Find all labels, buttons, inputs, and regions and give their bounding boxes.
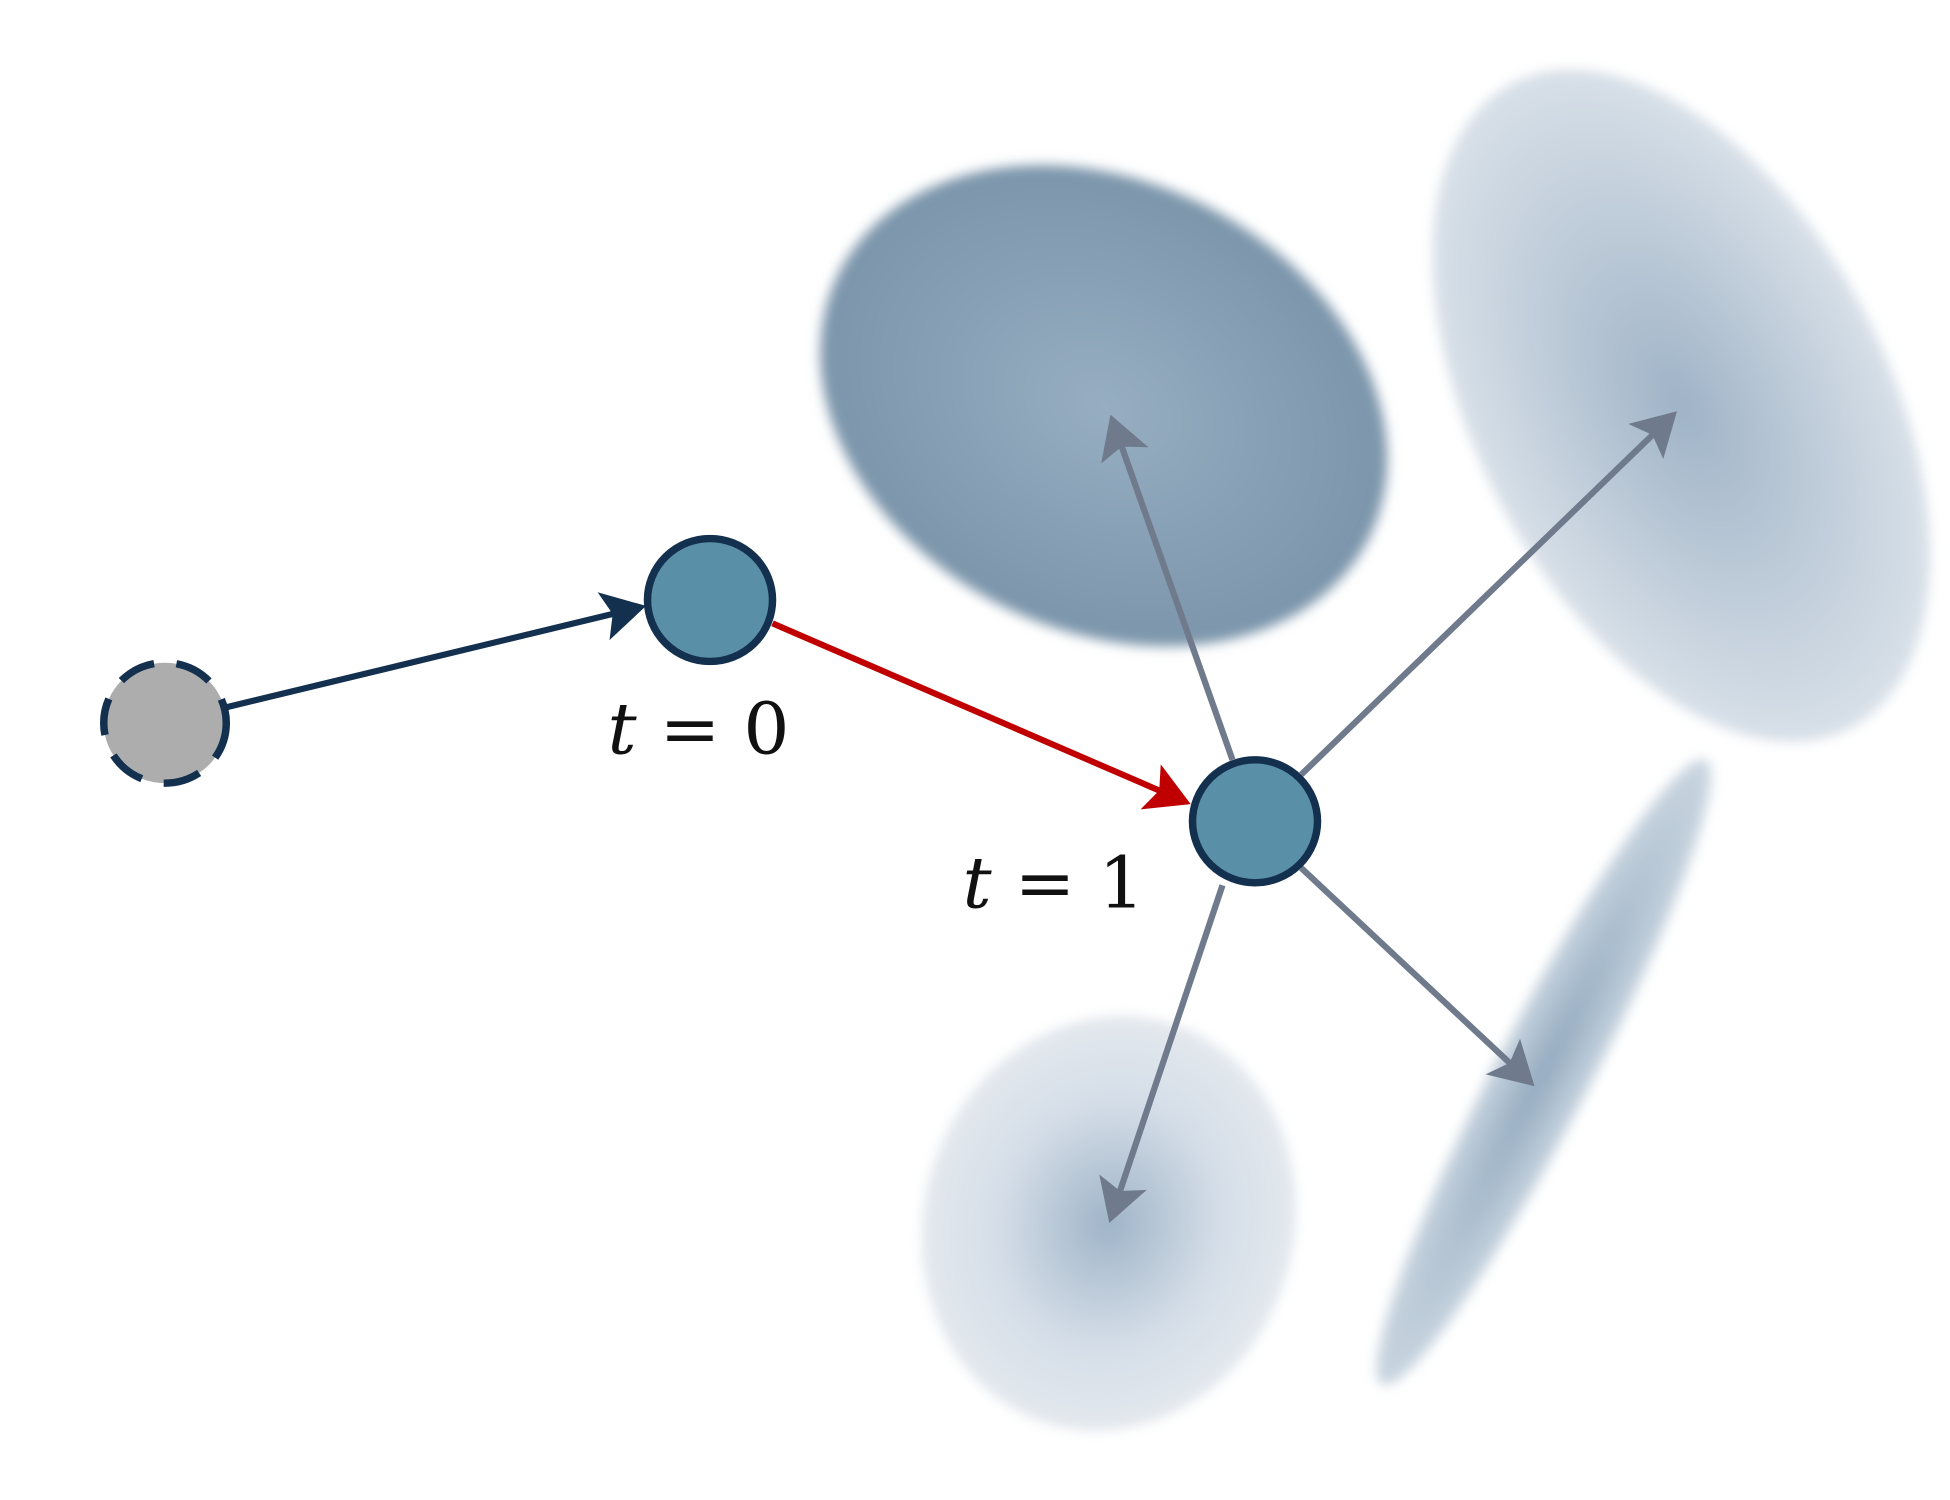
state-node-t1: [1188, 756, 1322, 887]
distribution-blob-upper-right: [1432, 69, 1930, 742]
label-t1-variable: t: [963, 841, 992, 924]
state-node-t0: [643, 534, 777, 666]
prediction-arrow-up-right: [1299, 411, 1677, 777]
label-t0-value: = 0: [637, 687, 790, 770]
prior-state-node: [100, 659, 230, 787]
label-t1: t = 1: [963, 841, 1145, 924]
distribution-blob-lower: [921, 1016, 1296, 1431]
prediction-arrow-down: [1099, 884, 1226, 1224]
label-t1-value: = 1: [992, 841, 1145, 924]
distribution-blob-upper: [820, 165, 1388, 647]
prediction-arrow-down-right: [1299, 865, 1535, 1087]
label-t0: t = 0: [608, 687, 790, 770]
label-t0-variable: t: [608, 687, 637, 770]
prediction-arrow-up: [1101, 414, 1236, 761]
distribution-blob-lower-right: [1376, 759, 1711, 1386]
history-arrow: [226, 592, 647, 710]
transition-arrow: [771, 620, 1191, 810]
